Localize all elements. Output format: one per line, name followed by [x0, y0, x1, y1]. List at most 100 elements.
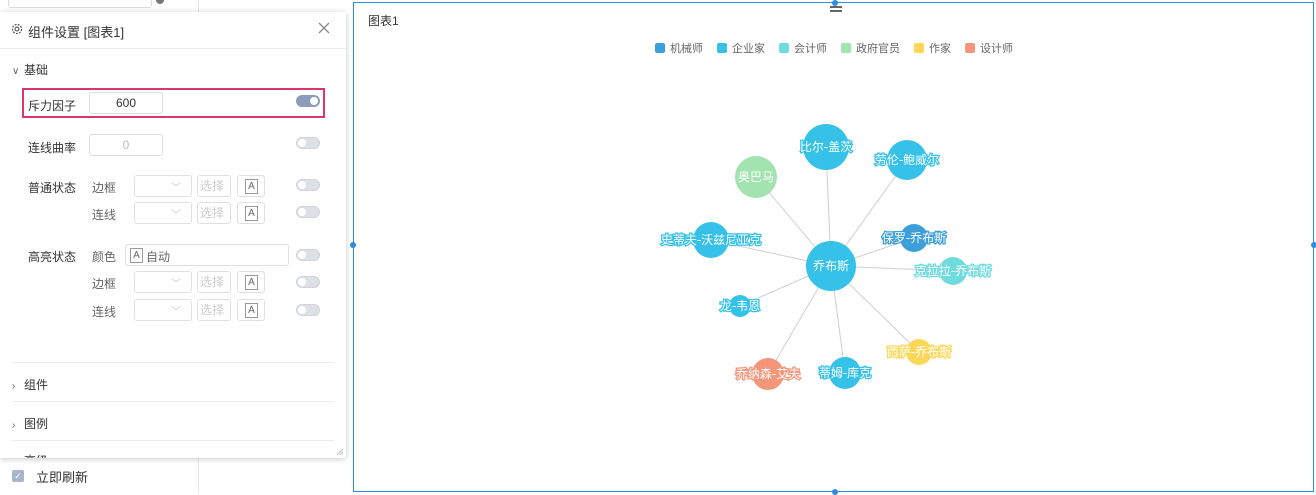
highlight-border-toggle[interactable]: [296, 276, 320, 288]
chevron-down-icon: ﹀: [171, 307, 181, 318]
curvature-input[interactable]: 0: [89, 134, 163, 156]
legend-item[interactable]: 会计师: [779, 40, 827, 56]
highlight-color-toggle[interactable]: [296, 249, 320, 261]
chart-legend: 机械师 企业家 会计师 政府官员 作家 设计师: [655, 40, 1027, 56]
legend-label: 政府官员: [856, 43, 900, 55]
legend-label: 设计师: [980, 43, 1013, 55]
normal-border-pick[interactable]: 选择: [197, 175, 231, 197]
chevron-down-icon: ∨: [12, 66, 20, 77]
graph-node-label: 劳伦-鲍威尔: [875, 152, 939, 167]
panel-header: 组件设置 [图表1]: [0, 12, 346, 49]
legend-swatch: [841, 43, 851, 53]
highlight-line-label: 连线: [92, 305, 117, 319]
graph-node-label: 保罗-乔布斯: [882, 231, 946, 245]
legend-label: 企业家: [732, 43, 765, 55]
graph-node-label: 比尔-盖茨: [800, 139, 852, 154]
normal-border-select[interactable]: ﹀: [134, 175, 192, 197]
legend-swatch: [965, 43, 975, 53]
legend-label: 机械师: [670, 43, 703, 55]
normal-border-label: 边框: [92, 181, 117, 195]
resize-handle-top[interactable]: [832, 0, 838, 6]
graph-node[interactable]: [752, 358, 784, 390]
section-advanced[interactable]: ›高级: [12, 452, 48, 458]
refresh-checkbox[interactable]: ✓: [12, 470, 24, 482]
curvature-toggle[interactable]: [296, 137, 320, 149]
highlight-border-font-button[interactable]: A: [237, 271, 265, 293]
chevron-right-icon: ›: [12, 457, 24, 458]
normal-border-font-button[interactable]: A: [237, 175, 265, 197]
graph-node-label: 史蒂夫-沃兹尼亚克: [661, 233, 761, 247]
font-icon: A: [130, 248, 143, 263]
section-basic[interactable]: ∨ 基础: [12, 61, 48, 78]
highlight-color-picker[interactable]: A 自动: [125, 244, 289, 266]
section-component[interactable]: › 组件: [12, 376, 48, 393]
graph-node-label: 龙-韦恩: [720, 299, 760, 313]
legend-swatch: [779, 43, 789, 53]
chevron-down-icon: ﹀: [171, 210, 181, 221]
graph-node[interactable]: [887, 140, 927, 180]
highlight-color-value: 自动: [146, 250, 171, 264]
resize-handle-right[interactable]: [1311, 242, 1316, 248]
resize-handle-left[interactable]: [350, 242, 356, 248]
graph-node[interactable]: [735, 156, 777, 198]
graph-node[interactable]: [803, 124, 849, 170]
highlight-line-select[interactable]: ﹀: [134, 299, 192, 321]
close-icon[interactable]: [316, 20, 332, 36]
graph-node[interactable]: [906, 339, 932, 365]
highlight-border-label: 边框: [92, 277, 117, 291]
legend-item[interactable]: 企业家: [717, 40, 765, 56]
normal-line-select[interactable]: ﹀: [134, 202, 192, 224]
normal-line-pick[interactable]: 选择: [197, 202, 231, 224]
chevron-down-icon: ﹀: [171, 183, 181, 194]
normal-line-toggle[interactable]: [296, 206, 320, 218]
normal-line-label: 连线: [92, 208, 117, 222]
normal-line-font-button[interactable]: A: [237, 202, 265, 224]
section-legend[interactable]: ›图例: [12, 415, 48, 432]
repulsion-label: 斥力因子: [28, 99, 77, 113]
legend-swatch: [914, 43, 924, 53]
chart-title: 图表1: [368, 14, 399, 28]
resize-handle-icon[interactable]: [336, 448, 344, 456]
normal-border-toggle[interactable]: [296, 179, 320, 191]
gear-icon: [11, 23, 23, 35]
legend-label: 作家: [929, 43, 951, 55]
divider: [12, 401, 334, 402]
graph-node[interactable]: [939, 257, 967, 285]
font-icon: A: [245, 179, 258, 194]
highlight-line-toggle[interactable]: [296, 304, 320, 316]
section-legend-label: 图例: [24, 417, 49, 431]
graph-node[interactable]: [829, 357, 861, 389]
legend-swatch: [717, 43, 727, 53]
chevron-right-icon: ›: [12, 381, 16, 392]
graph-node[interactable]: [693, 222, 729, 258]
sidebar-top-icon[interactable]: [156, 0, 164, 4]
legend-item[interactable]: 作家: [914, 40, 951, 56]
legend-label: 会计师: [794, 43, 827, 55]
legend-item[interactable]: 设计师: [965, 40, 1013, 56]
legend-item[interactable]: 政府官员: [841, 40, 900, 56]
highlight-line-font-button[interactable]: A: [237, 299, 265, 321]
refresh-row: ✓ 立即刷新: [0, 458, 198, 494]
highlight-border-select[interactable]: ﹀: [134, 271, 192, 293]
repulsion-input[interactable]: 600: [89, 92, 163, 114]
legend-item[interactable]: 机械师: [655, 40, 703, 56]
panel-title: 组件设置 [图表1]: [28, 25, 125, 40]
graph-node[interactable]: [900, 224, 928, 252]
curvature-label: 连线曲率: [28, 141, 77, 155]
section-component-label: 组件: [24, 378, 49, 392]
highlight-color-label: 颜色: [92, 250, 117, 264]
graph-node-label: 西萨-乔布斯: [887, 345, 951, 359]
drag-handle-icon[interactable]: [830, 5, 842, 13]
section-basic-label: 基础: [24, 63, 49, 77]
font-icon: A: [245, 275, 258, 290]
component-settings-panel: 组件设置 [图表1] ∨基础 斥力因子 600 连线曲率 0 普通状态 边框 ﹀…: [0, 12, 346, 458]
repulsion-toggle[interactable]: [296, 95, 320, 107]
highlight-line-pick[interactable]: 选择: [197, 299, 231, 321]
highlight-border-pick[interactable]: 选择: [197, 271, 231, 293]
graph-node[interactable]: [729, 295, 751, 317]
graph-node[interactable]: [806, 241, 856, 291]
sidebar-top-input[interactable]: [8, 0, 152, 8]
repulsion-highlight: [22, 88, 325, 118]
resize-handle-bottom[interactable]: [832, 489, 838, 495]
